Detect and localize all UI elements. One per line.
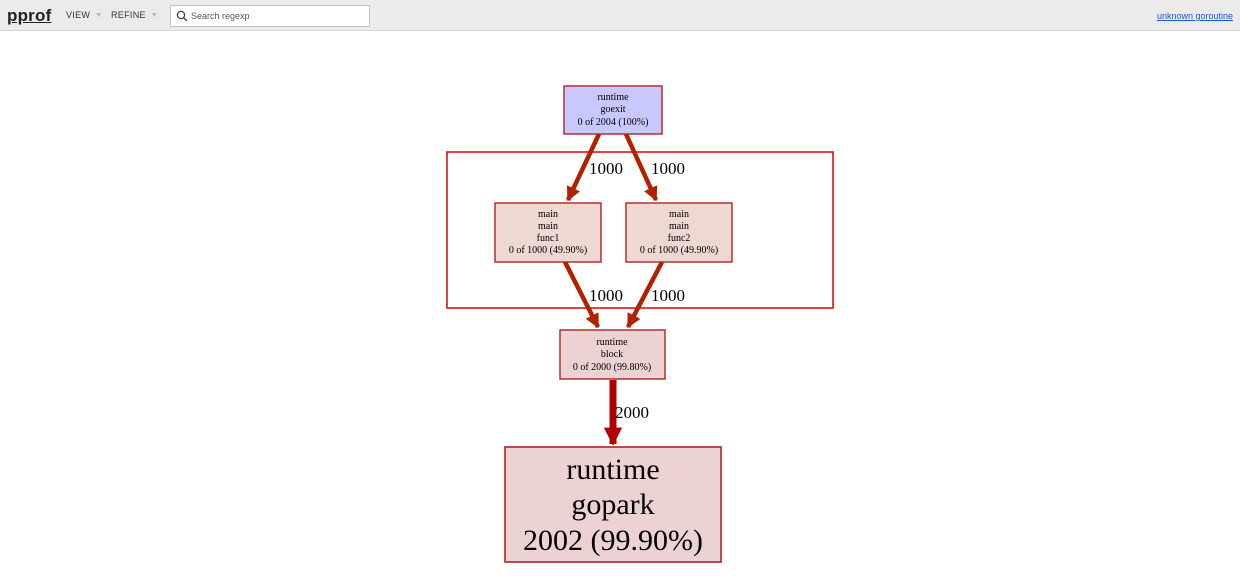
node-runtime-goexit[interactable]: runtime goexit 0 of 2004 (100%) (563, 85, 663, 135)
search-input[interactable] (191, 8, 363, 24)
node-package: main (538, 209, 558, 220)
search-icon (176, 10, 188, 22)
edge-line (623, 133, 659, 202)
edge-line (626, 260, 664, 329)
search-box (170, 5, 370, 27)
node-function: main (669, 221, 689, 232)
edge-func1-block[interactable]: 1000 (562, 260, 623, 329)
node-box (559, 329, 666, 380)
sample-type-link[interactable]: unknown goroutine (1156, 11, 1233, 21)
node-package: runtime (566, 453, 659, 486)
edge-goexit-func2[interactable]: 1000 (623, 133, 685, 202)
node-package: runtime (597, 92, 629, 103)
node-value: 2002 (99.90%) (523, 524, 703, 557)
node-function: func2 (668, 233, 691, 244)
node-runtime-block[interactable]: runtime block 0 of 2000 (99.80%) (559, 329, 666, 380)
node-function: gopark (571, 488, 654, 521)
node-function: main (538, 221, 558, 232)
node-package: main (669, 209, 689, 220)
node-value: 0 of 2000 (99.80%) (573, 362, 651, 373)
edge-goexit-func1[interactable]: 1000 (565, 133, 623, 202)
edge-label: 1000 (651, 159, 685, 178)
edge-func2-block[interactable]: 1000 (626, 260, 685, 329)
refine-caret-icon: ▼ (150, 12, 159, 19)
node-value: 0 of 1000 (49.90%) (509, 245, 587, 256)
refine-menu[interactable]: REFINE ▼ (111, 10, 158, 20)
edge-label: 1000 (651, 286, 685, 305)
node-main-func2[interactable]: main main func2 0 of 1000 (49.90%) (625, 202, 733, 263)
refine-menu-label: REFINE (111, 10, 146, 20)
node-box (625, 202, 733, 263)
edge-line (562, 260, 601, 329)
edge-label: 1000 (589, 159, 623, 178)
node-value: 0 of 2004 (100%) (578, 117, 649, 128)
toolbar: pprof VIEW ▼ REFINE ▼ unknown goroutine (0, 0, 1240, 31)
edge-line (565, 133, 602, 202)
edge-label: 2000 (615, 403, 649, 422)
node-function: block (601, 349, 623, 360)
pprof-logo[interactable]: pprof (7, 6, 52, 25)
node-value: 0 of 1000 (49.90%) (640, 245, 718, 256)
edge-label: 1000 (589, 286, 623, 305)
view-menu[interactable]: VIEW ▼ (66, 10, 102, 20)
edge-block-gopark[interactable]: 2000 (603, 380, 649, 446)
node-function: goexit (601, 104, 626, 115)
call-graph: 1000 1000 1000 1000 2000 runtime goexit … (446, 85, 834, 563)
node-box (494, 202, 602, 263)
node-runtime-gopark[interactable]: runtime gopark 2002 (99.90%) (504, 446, 722, 563)
node-main-func1[interactable]: main main func1 0 of 1000 (49.90%) (494, 202, 602, 263)
node-package: runtime (596, 337, 628, 348)
view-caret-icon: ▼ (95, 12, 103, 19)
node-box (504, 446, 722, 563)
node-function: func1 (537, 233, 560, 244)
view-menu-label: VIEW (66, 10, 91, 20)
node-box (563, 85, 663, 135)
